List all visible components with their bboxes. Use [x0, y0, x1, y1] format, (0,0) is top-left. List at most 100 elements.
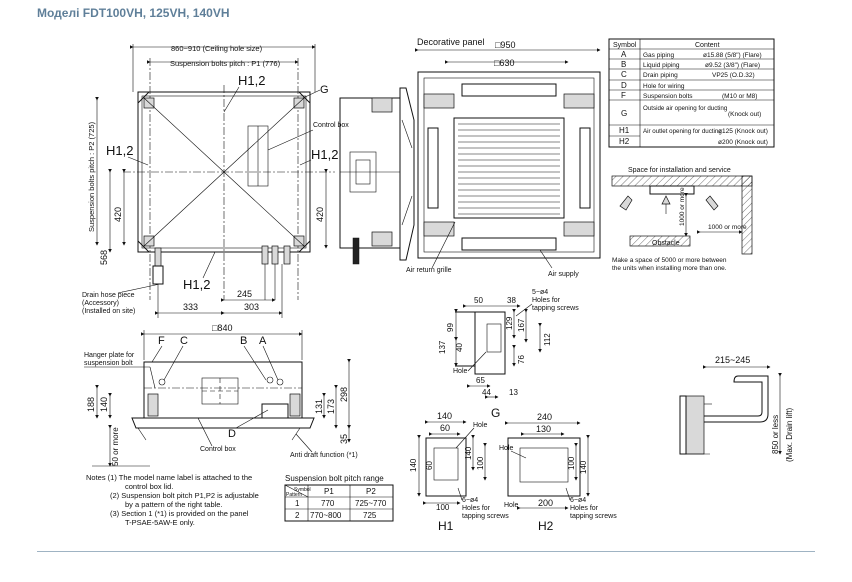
h1-hole-label: Hole	[473, 422, 488, 429]
h1-holes-for-1: Holes for	[462, 505, 491, 512]
h1-dim-60-v: 60	[425, 461, 434, 470]
table-row-symbol: F	[621, 91, 626, 100]
page-title: Моделі FDT100VH, 125VH, 140VH	[37, 6, 230, 20]
table-row-value: (Knock out)	[728, 111, 761, 118]
hanger-line-1: Hanger plate for	[84, 352, 135, 359]
decorative-panel-label: Decorative panel	[417, 37, 485, 47]
h1-detail-label: H1	[438, 519, 454, 533]
dim-140: 140	[99, 397, 109, 412]
h1-holes-for-2: tapping screws	[462, 513, 509, 520]
table-row-content: Hole for wiring	[643, 83, 685, 90]
anti-draft-label: Anti draft function (*1)	[290, 452, 358, 459]
pitch-row-p2: 725	[363, 511, 377, 520]
drain-hose-line-2: (Accessory)	[82, 300, 119, 307]
d-label: D	[228, 428, 236, 440]
dim-630: □630	[494, 58, 514, 68]
note-1b: control box lid.	[125, 482, 173, 491]
g-detail: 50 38 5−ø4 Holes for tapping screws 99 1…	[438, 289, 579, 420]
drain-lift-detail: 215~245 850 or less (Max. Drain lift)	[679, 355, 794, 462]
pitch-row-p1: 770~800	[310, 511, 342, 520]
h2-dim-100: 100	[567, 456, 576, 470]
service-1000-a: 1000 or more	[679, 187, 686, 226]
service-space-title: Space for installation and service	[628, 167, 731, 174]
drain-850-line-1: 850 or less	[771, 415, 780, 454]
service-space-diagram: Space for installation and service Obsta…	[611, 167, 753, 272]
h2-holes-for-1: Holes for	[570, 505, 599, 512]
dim-173: 173	[326, 399, 336, 414]
drain-hose-line-1: Drain hose piece	[82, 292, 135, 299]
note-2b: by a pattern of the right table.	[125, 500, 223, 509]
g-dim-99: 99	[446, 323, 455, 332]
table-row-value: (M10 or M8)	[722, 93, 757, 100]
top-view: 860~910 (Ceiling hole size) Suspension b…	[82, 44, 349, 318]
panel-view: Decorative panel □950 □630	[406, 37, 601, 278]
h12-right-label: H1,2	[311, 147, 338, 162]
table-row-value: ø15.88 (5/8") (Flare)	[703, 52, 762, 59]
a-label: A	[259, 335, 267, 347]
g-dim-137: 137	[438, 340, 447, 354]
control-box-label: Control box	[313, 122, 349, 129]
dim-50-or-more: 50 or more	[111, 427, 120, 466]
h2-dim-200: 200	[538, 498, 553, 508]
pitch-pattern: Pattern	[286, 492, 302, 498]
ceiling-hole-label: 860~910 (Ceiling hole size)	[171, 44, 263, 53]
g-dim-50: 50	[474, 296, 483, 305]
g-hole-label: Hole	[453, 368, 468, 375]
h1-dim-140-top: 140	[437, 411, 452, 421]
table-header-symbol: Symbol	[613, 42, 637, 49]
control-box-side: Control box	[200, 446, 236, 453]
h1-dim-100-h: 100	[436, 503, 450, 512]
g-dim-38: 38	[507, 296, 516, 305]
pitch-p2-header: P2	[366, 487, 376, 496]
note-2a: (2) Suspension bolt pitch P1,P2 is adjus…	[110, 491, 259, 500]
table-row-content: Outside air opening for ducting	[643, 105, 728, 112]
notes: Notes (1) The model name label is attach…	[86, 473, 259, 527]
symbol-table: Symbol Content A Gas piping ø15.88 (5/8"…	[608, 38, 775, 148]
h12-top-label: H1,2	[238, 73, 265, 88]
g-dim-40: 40	[455, 343, 464, 352]
h2-hole-small: Hole	[504, 502, 519, 509]
g-detail-label: G	[491, 406, 500, 420]
table-row-content: Gas piping	[643, 52, 674, 59]
note-1a: Notes (1) The model name label is attach…	[86, 473, 252, 482]
drain-dim-215: 215~245	[715, 355, 750, 365]
h1-dim-140-left: 140	[409, 458, 418, 472]
g-label-top: G	[320, 84, 329, 96]
table-row-content: Liquid piping	[643, 62, 680, 69]
pitch-row-pattern: 1	[295, 499, 300, 508]
g-holes-for-2: tapping screws	[532, 305, 579, 312]
g-dim-112: 112	[543, 333, 552, 346]
g-holes-for-1: Holes for	[532, 297, 561, 304]
table-row-content: Drain piping	[643, 72, 678, 79]
table-row-value: ø200 (Knock out)	[718, 139, 768, 146]
h2-dim-240: 240	[537, 412, 552, 422]
h2-holes: 6−ø4	[570, 497, 586, 504]
h2-dim-140: 140	[579, 460, 588, 474]
f-label: F	[158, 335, 165, 347]
h1-dim-60: 60	[440, 423, 450, 433]
table-row-symbol: G	[621, 109, 627, 118]
h2-dim-130: 130	[536, 424, 551, 434]
g-dim-65: 65	[476, 376, 485, 385]
c-label: C	[180, 335, 188, 347]
side-section-view	[339, 87, 415, 265]
h12-bottom-label: H1,2	[183, 277, 210, 292]
pitch-row-p1: 770	[321, 499, 335, 508]
b-label: B	[240, 335, 247, 347]
dim-950: □950	[495, 40, 515, 50]
table-row-value: ø125 (Knock out)	[718, 128, 768, 135]
dim-35: 35	[339, 434, 349, 444]
table-row-symbol: A	[621, 50, 627, 59]
h1-holes: 6−ø4	[462, 497, 478, 504]
table-header-content: Content	[695, 42, 720, 49]
dim-568: 568	[99, 250, 109, 265]
pitch-symbol: Symbol	[294, 487, 311, 493]
pitch-p1-header: P1	[324, 487, 334, 496]
side-elevation-view: □840 Hanger plate for suspension bolt F …	[84, 323, 358, 467]
g-dim-44: 44	[482, 388, 491, 397]
g-holes: 5−ø4	[532, 289, 548, 296]
h2-hole-label: Hole	[499, 445, 514, 452]
h12-left-label: H1,2	[106, 143, 133, 158]
bolts-p1-label: Suspension bolts pitch : P1 (776)	[170, 59, 281, 68]
hanger-line-2: suspension bolt	[84, 360, 133, 367]
